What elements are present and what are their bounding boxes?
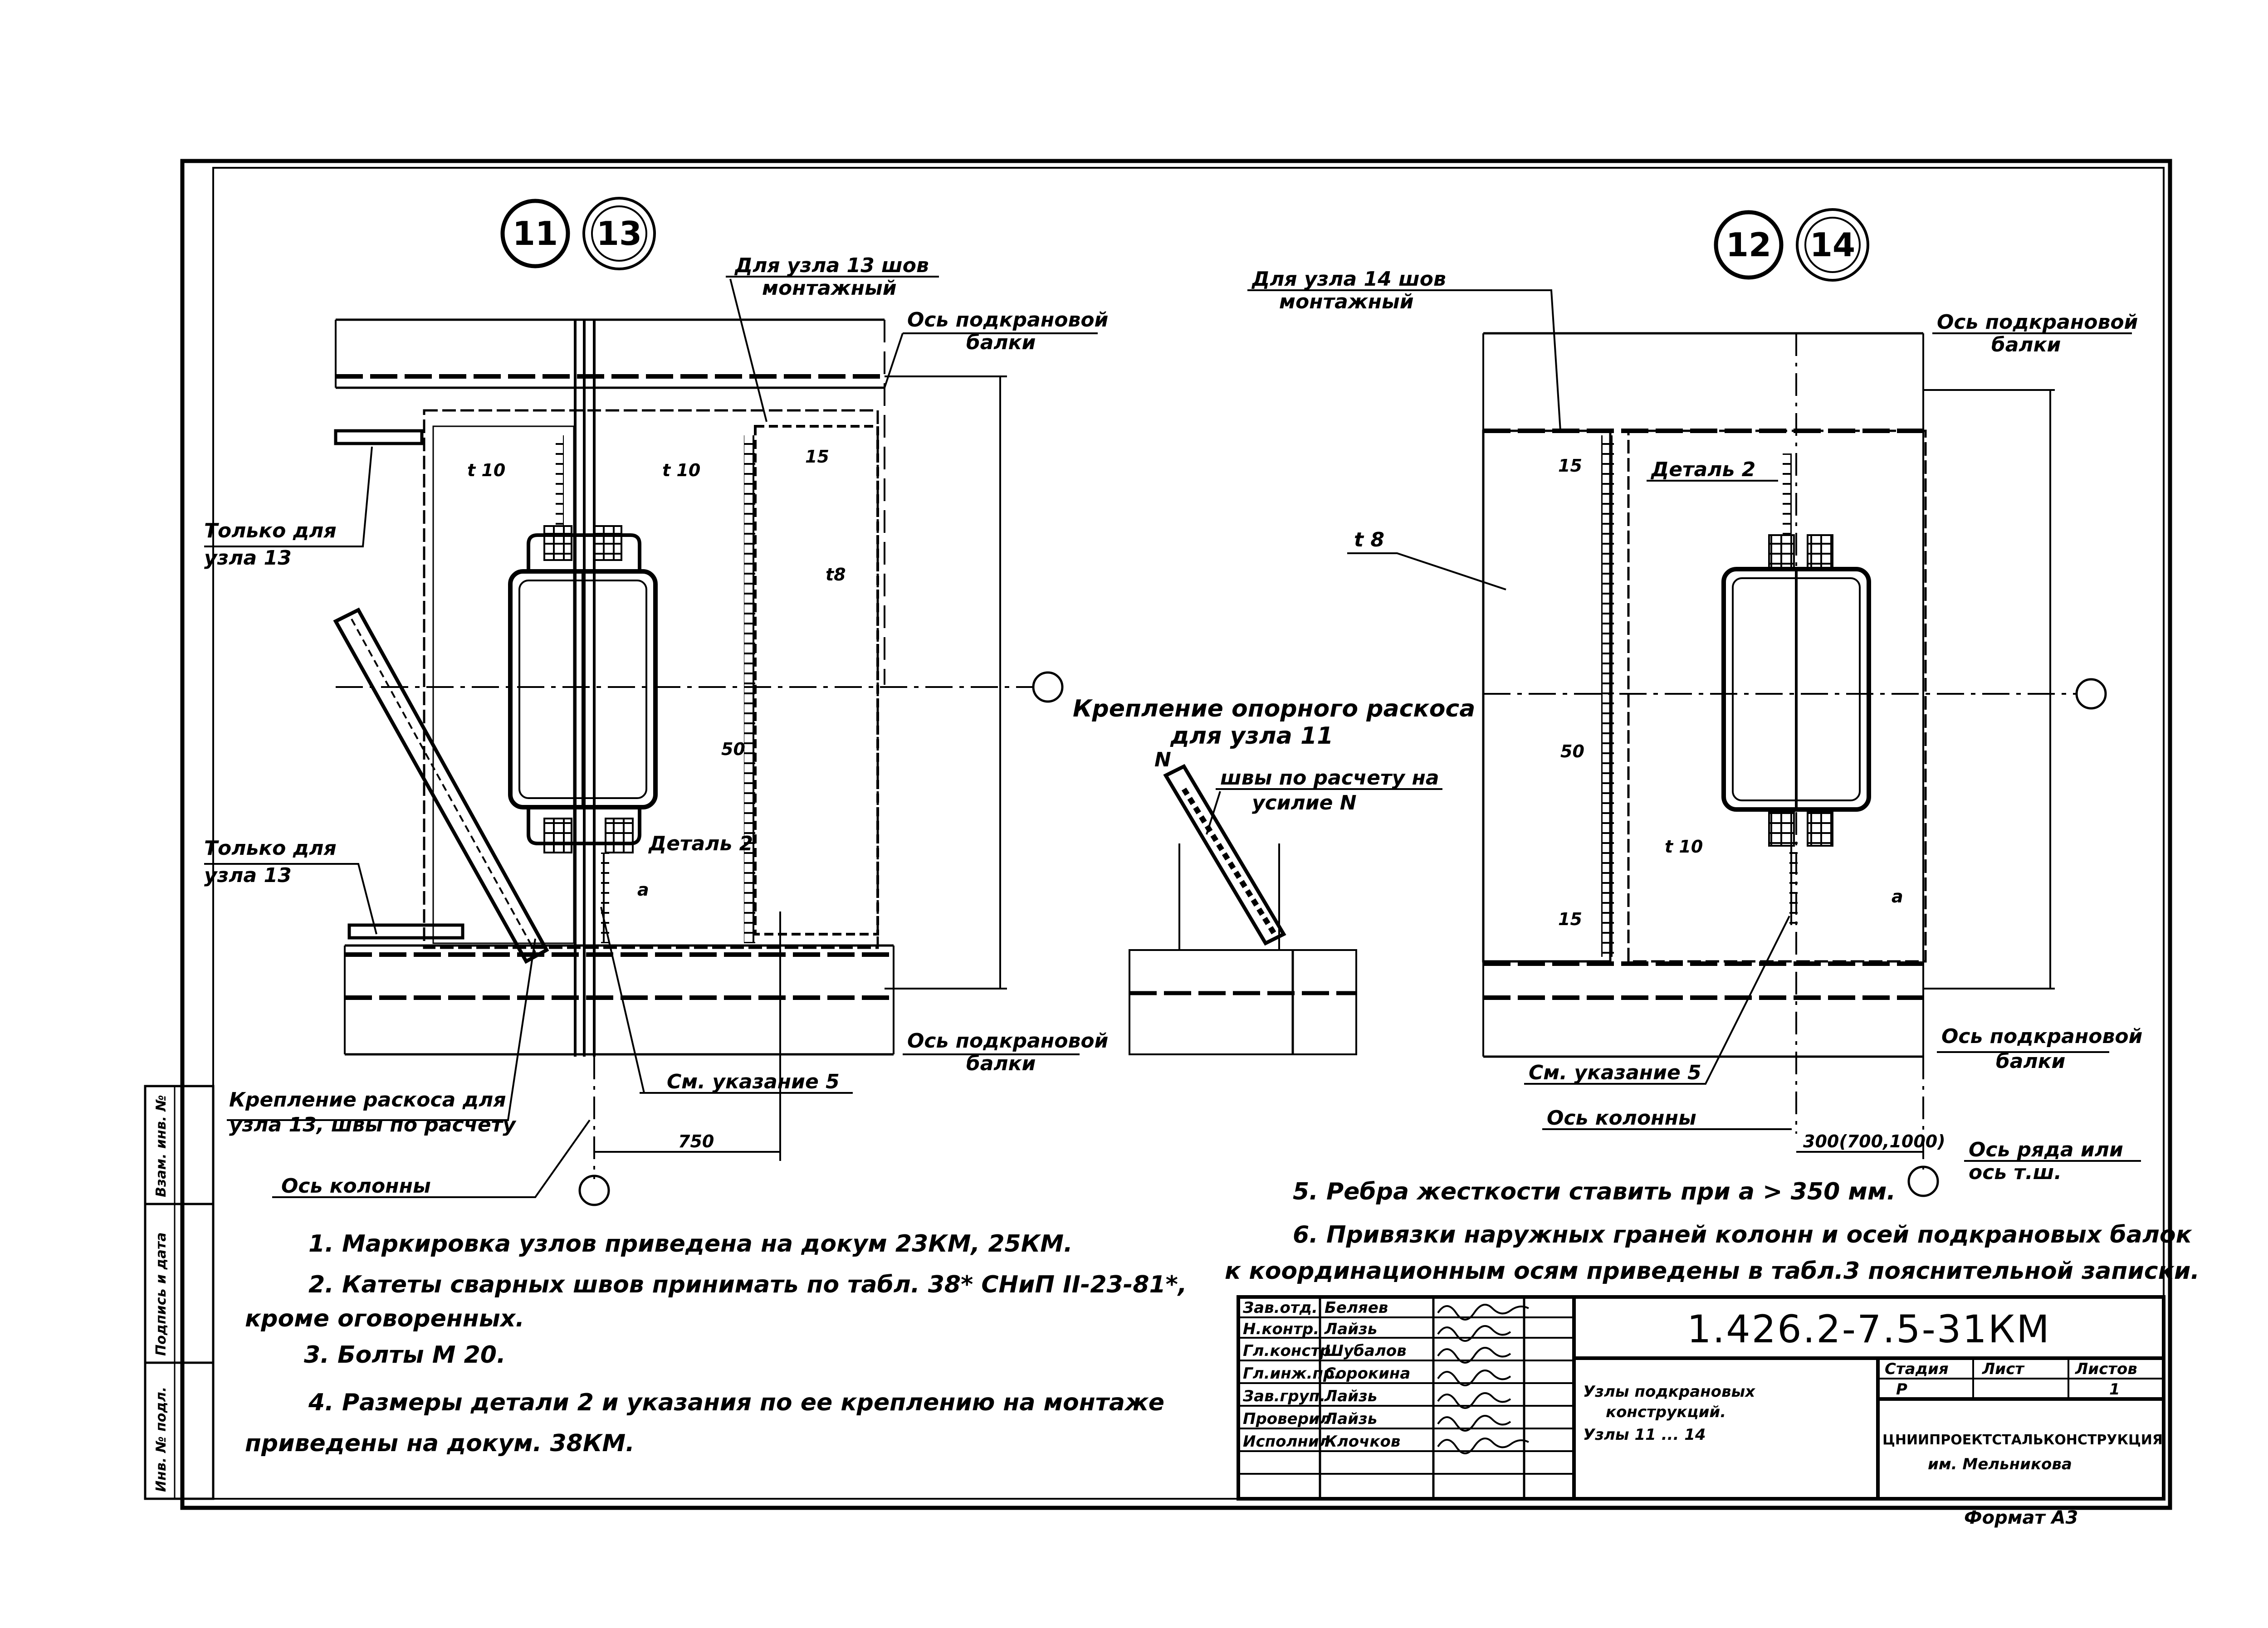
right-crane-axis-bottom-line1: Ось подкрановой [1941, 1025, 2142, 1048]
role-3: Гл.инж.пр. [1243, 1365, 1340, 1383]
middle-welds-line1: швы по расчету на [1220, 766, 1439, 790]
title-line1: Узлы подкрановых [1583, 1383, 1755, 1401]
side-stamp: Взам. инв. № Подпись и дата Инв. № подл. [144, 1085, 215, 1500]
left-see-note5: См. указание 5 [667, 1070, 840, 1093]
right-dim-15-bottom: 15 [1558, 909, 1582, 929]
title-block: 1.426.2-7.5-31КМ Зав.отд. Н.контр. Гл.ко… [1237, 1295, 2165, 1528]
right-dim-offsets: 300(700,1000) [1803, 1131, 1945, 1151]
left-brace-note-line1: Крепление раскоса для [229, 1088, 506, 1111]
sheet-frame [180, 159, 2172, 1510]
node-number-13: 13 [596, 214, 642, 253]
sheets-value: 1 [2109, 1380, 2120, 1399]
title-line2: конструкций. [1606, 1403, 1726, 1421]
signatures [1437, 1304, 1529, 1454]
name-4: Лайзь [1324, 1387, 1377, 1405]
name-6: Клочков [1325, 1433, 1400, 1451]
role-6: Исполнил [1243, 1433, 1330, 1451]
stage-header: Стадия [1885, 1360, 1949, 1378]
inner-frame [212, 167, 2165, 1500]
role-1: Н.контр. [1243, 1320, 1319, 1338]
left-t10-a: t 10 [467, 460, 505, 480]
node-number-12: 12 [1726, 226, 1771, 264]
right-dim-50: 50 [1560, 741, 1584, 761]
right-detail: Для узла 14 шов монтажный Ось подкраново… [1247, 268, 2142, 1197]
general-notes: 1. Маркировка узлов приведена на докум 2… [245, 1178, 2200, 1457]
left-dim-15: 15 [805, 447, 829, 467]
right-crane-axis-top-line1: Ось подкрановой [1937, 311, 2138, 334]
node-number-14: 14 [1810, 226, 1855, 264]
left-weld-note-line1: Для узла 13 шов [734, 254, 929, 277]
left-crane-axis-top-line1: Ось подкрановой [907, 308, 1108, 331]
stage-value: Р [1896, 1380, 1907, 1399]
note-5: 5. Ребра жесткости ставить при а > 350 м… [1293, 1178, 1896, 1205]
note-4-line1: 4. Размеры детали 2 и указания по ее кре… [308, 1389, 1164, 1416]
name-3: Сорокина [1325, 1365, 1410, 1383]
node-marks-left: 11 13 [500, 197, 656, 270]
side-stamp-original-inv: Инв. № подл. [153, 1387, 169, 1492]
left-dim-750: 750 [678, 1131, 714, 1151]
right-t8: t 8 [1354, 528, 1384, 551]
left-brace-note-line2: узла 13, швы по расчету [229, 1113, 517, 1136]
middle-welds-line2: усилие N [1252, 791, 1357, 814]
name-0: Беляев [1325, 1299, 1388, 1317]
left-only-node13-bottom-line2: узла 13 [204, 864, 292, 887]
note-1: 1. Маркировка узлов приведена на докум 2… [308, 1230, 1073, 1258]
right-crane-axis-top-line2: балки [1991, 333, 2061, 356]
middle-title-line2: для узла 11 [1170, 722, 1333, 750]
note-6-line2: к координационным осям приведены в табл.… [1225, 1258, 2200, 1285]
left-only-node13-bottom-line1: Только для [204, 837, 337, 860]
right-column-axis: Ось колонны [1547, 1106, 1696, 1130]
side-stamp-replaced-inv: Взам. инв. № [153, 1095, 169, 1197]
right-dim-a: a [1892, 887, 1903, 907]
left-crane-axis-bottom-line1: Ось подкрановой [907, 1029, 1108, 1053]
drawing-code: 1.426.2-7.5-31КМ [1687, 1307, 2051, 1351]
note-3: 3. Болты М 20. [304, 1341, 506, 1369]
node-number-11: 11 [513, 214, 558, 253]
left-dim-a: a [637, 880, 649, 900]
left-detail: Для узла 13 шов монтажный Ось подкраново… [204, 254, 1108, 1206]
right-see-note5: См. указание 5 [1529, 1061, 1701, 1084]
note-2-line1: 2. Катеты сварных швов принимать по табл… [308, 1271, 1187, 1298]
left-weld-note-line2: монтажный [762, 277, 897, 300]
right-weld-note-line2: монтажный [1279, 290, 1414, 313]
right-row-axis-line2: ось т.ш. [1969, 1161, 2062, 1184]
format: Формат А3 [1964, 1507, 2078, 1528]
middle-force-N: N [1154, 748, 1171, 771]
side-stamp-signature-date: Подпись и дата [153, 1233, 169, 1356]
left-detail2: Деталь 2 [648, 832, 753, 855]
note-4-line2: приведены на докум. 38КМ. [245, 1430, 635, 1457]
org-line1: ЦНИИПРОЕКТСТАЛЬКОНСТРУКЦИЯ [1882, 1432, 2163, 1448]
node-marks-right: 12 14 [1714, 208, 1869, 282]
role-0: Зав.отд. [1242, 1299, 1318, 1317]
role-4: Зав.груп. [1242, 1387, 1325, 1405]
sheet-header: Лист [1982, 1360, 2025, 1378]
role-5: Проверил [1243, 1410, 1331, 1428]
right-dim-15-top: 15 [1558, 456, 1582, 476]
right-row-axis-line1: Ось ряда или [1969, 1138, 2123, 1161]
right-weld-note-line1: Для узла 14 шов [1251, 268, 1446, 291]
note-6-line1: 6. Привязки наружных граней колонн и осе… [1293, 1221, 2193, 1248]
left-only-node13-top-line2: узла 13 [204, 546, 292, 570]
middle-detail: Крепление опорного раскоса для узла 11 N… [1073, 695, 1475, 1055]
name-5: Лайзь [1324, 1410, 1377, 1428]
sheets-header: Листов [2075, 1360, 2137, 1378]
title-line3: Узлы 11 ... 14 [1583, 1426, 1706, 1444]
name-1: Лайзь [1324, 1320, 1377, 1338]
left-dim-50: 50 [721, 739, 745, 759]
left-t10-b: t 10 [662, 460, 700, 480]
left-column-axis: Ось колонны [281, 1175, 431, 1198]
right-crane-axis-bottom-line2: балки [1996, 1050, 2065, 1073]
left-crane-axis-top-line2: балки [966, 331, 1036, 354]
org-line2: им. Мельникова [1928, 1455, 2072, 1473]
middle-title-line1: Крепление опорного раскоса [1073, 695, 1475, 722]
note-2-line2: кроме оговоренных. [245, 1305, 524, 1332]
name-2: Шубалов [1325, 1342, 1407, 1360]
left-crane-axis-bottom-line2: балки [966, 1052, 1036, 1075]
right-t10: t 10 [1665, 837, 1703, 857]
left-only-node13-top-line1: Только для [204, 519, 337, 542]
role-2: Гл.констр. [1243, 1342, 1337, 1360]
left-dim-t8: t8 [826, 565, 846, 585]
right-detail2: Деталь 2 [1650, 458, 1755, 481]
